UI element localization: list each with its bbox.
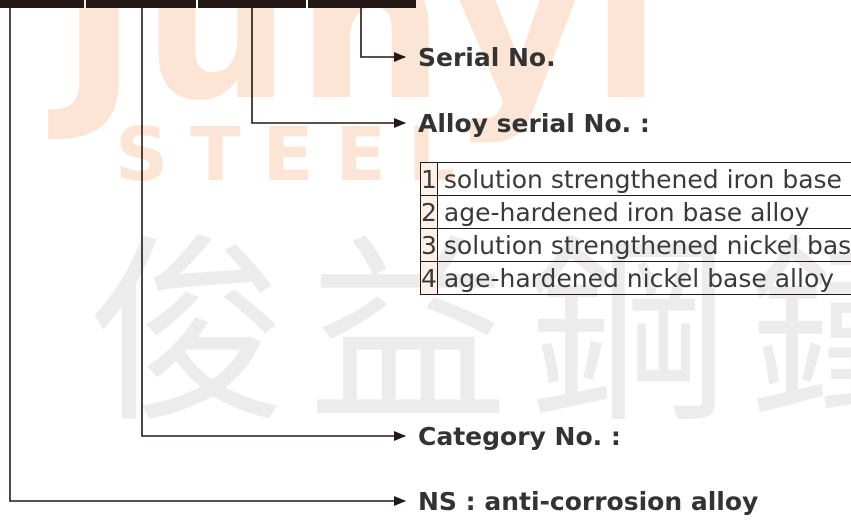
table-row: 1 solution strengthened iron base alloy [420, 162, 851, 196]
alloy-description-cell: age-hardened iron base alloy [436, 195, 851, 229]
alloy-number-cell: 2 [420, 195, 438, 229]
code-box-4 [308, 0, 416, 8]
alloy-description-cell: solution strengthened iron base alloy [436, 162, 851, 196]
connector-ns [9, 8, 406, 506]
watermark-logo-steel: STEEL [115, 112, 478, 198]
table-row: 2 age-hardened iron base alloy [420, 195, 851, 229]
alloy-description-cell: age-hardened nickel base alloy [436, 261, 851, 295]
alloy-serial-table: 1 solution strengthened iron base alloy … [420, 162, 851, 295]
connector-alloy-serial-no [251, 8, 406, 128]
alloy-serial-no-label: Alloy serial No. : [418, 109, 650, 138]
connector-serial-no [360, 8, 406, 62]
connector-category-no [141, 8, 406, 441]
ns-label: NS : anti-corrosion alloy [418, 487, 759, 516]
alloy-number-cell: 4 [420, 261, 438, 295]
code-box-2 [86, 0, 196, 8]
category-no-label: Category No. : [418, 422, 621, 451]
alloy-description-cell: solution strengthened nickel base alloy [436, 228, 851, 262]
table-row: 3 solution strengthened nickel base allo… [420, 228, 851, 262]
alloy-number-cell: 3 [420, 228, 438, 262]
serial-no-label: Serial No. [418, 43, 556, 72]
code-box-3 [198, 0, 306, 8]
alloy-number-cell: 1 [420, 162, 438, 196]
table-row: 4 age-hardened nickel base alloy [420, 261, 851, 295]
code-box-1 [0, 0, 84, 8]
